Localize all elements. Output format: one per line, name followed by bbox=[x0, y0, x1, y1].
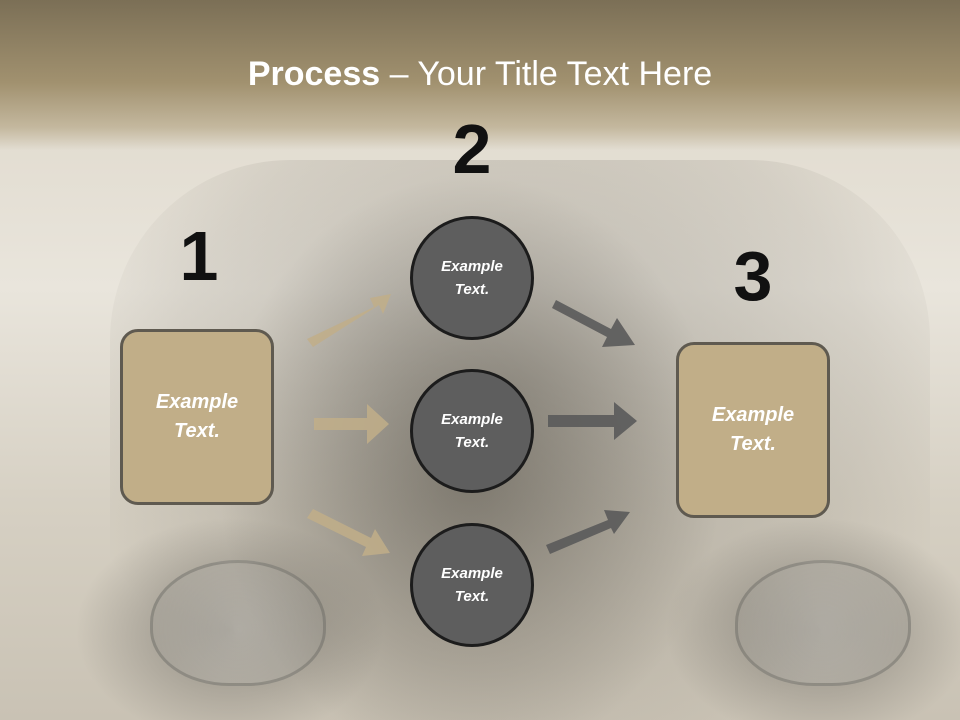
title-band bbox=[0, 0, 960, 150]
title-rest: – Your Title Text Here bbox=[380, 55, 713, 93]
left-headlight bbox=[150, 560, 326, 686]
arrow-to-top-circle bbox=[307, 294, 391, 347]
circle-bottom-text: Example Text. bbox=[441, 565, 503, 605]
step-2-circle-bottom: Example Text. bbox=[410, 523, 534, 647]
arrow-to-middle-circle bbox=[314, 404, 389, 444]
step-3-text: Example Text. bbox=[711, 404, 795, 455]
step-1-box: Example Text. bbox=[120, 329, 274, 505]
step-2-circle-middle: Example Text. bbox=[410, 369, 534, 493]
step-number-2: 2 bbox=[452, 110, 492, 188]
slide-title: Process – Your Title Text Here bbox=[0, 52, 960, 96]
circle-middle-text: Example Text. bbox=[441, 411, 503, 451]
arrow-from-middle-circle bbox=[548, 402, 637, 440]
arrow-from-top-circle bbox=[552, 300, 635, 347]
step-1-text: Example Text. bbox=[155, 391, 239, 442]
arrow-to-bottom-circle bbox=[307, 509, 390, 556]
step-number-1: 1 bbox=[179, 217, 219, 295]
circle-top-text: Example Text. bbox=[441, 258, 503, 298]
arrow-from-bottom-circle bbox=[546, 510, 630, 554]
title-bold: Process bbox=[247, 55, 381, 93]
step-2-circle-top: Example Text. bbox=[410, 216, 534, 340]
step-3-box: Example Text. bbox=[676, 342, 830, 518]
step-number-3: 3 bbox=[733, 237, 773, 315]
right-headlight bbox=[735, 560, 911, 686]
